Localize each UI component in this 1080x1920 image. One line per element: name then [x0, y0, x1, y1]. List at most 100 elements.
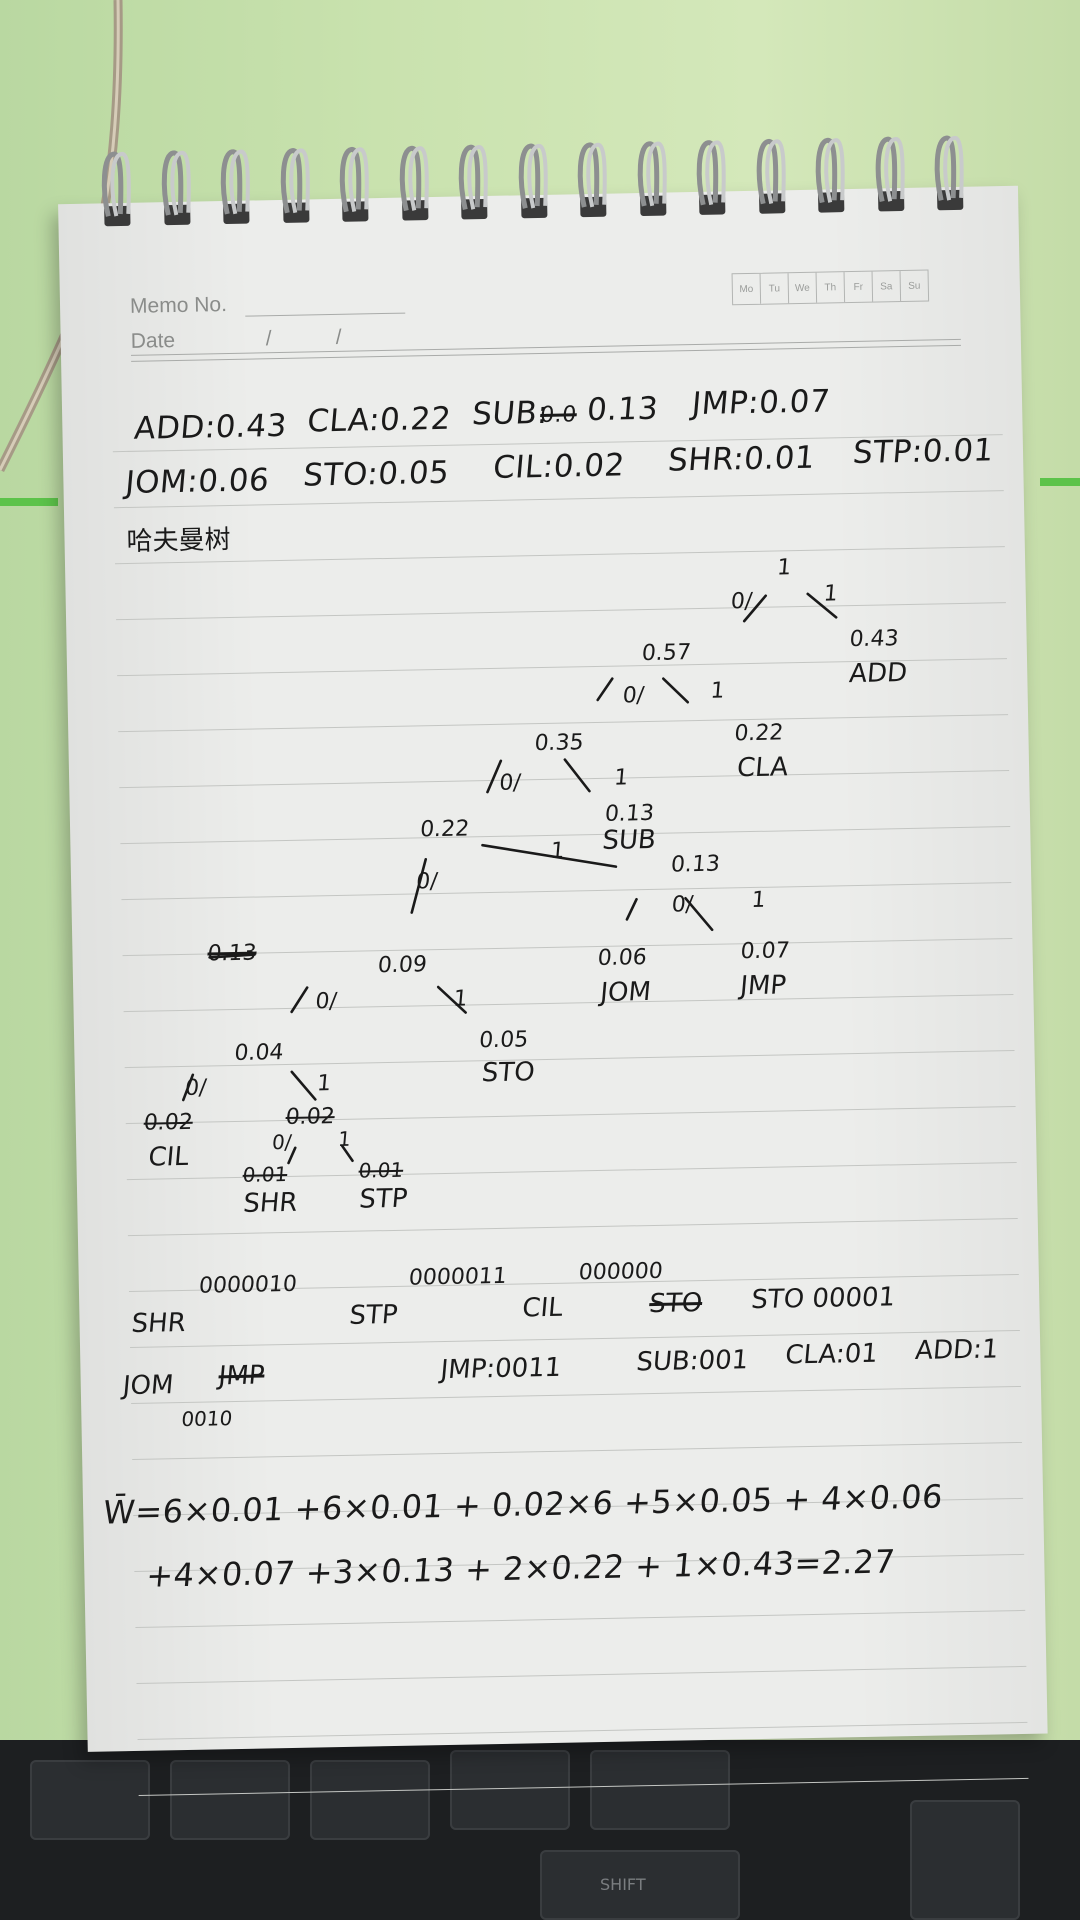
- spiral-ring: [577, 142, 607, 218]
- tree-leaf-stp-label: STP: [357, 1183, 409, 1215]
- tree-edge-label: 1: [315, 1071, 333, 1097]
- tree-leaf-jom-value: 0.06: [596, 945, 648, 972]
- freq-sto: STO:0.05: [301, 454, 451, 494]
- keyboard-key: [910, 1800, 1020, 1920]
- code-jmp: JMP:0011: [439, 1352, 563, 1386]
- tree-edge-label: 1: [709, 678, 726, 704]
- spiral-ring: [101, 151, 131, 227]
- tree-leaf-shr-value: 0.01: [241, 1161, 289, 1187]
- memo-no-label: Memo No.: [129, 292, 228, 318]
- tree-edge-label: 1: [452, 986, 469, 1012]
- tree-edge-label: 0/: [498, 770, 522, 796]
- code-jom-bits: 0010: [180, 1406, 234, 1432]
- tree-edge-label: 0/: [184, 1075, 208, 1101]
- tree-leaf-jom-label: JOM: [599, 976, 653, 1008]
- tree-node-002: 0.02: [284, 1104, 336, 1131]
- weekday-box: Th: [816, 272, 846, 303]
- tree-edge-label: 0/: [729, 588, 754, 615]
- date-label: Date: [130, 328, 176, 353]
- spiral-ring: [637, 141, 667, 216]
- weekday-box: Tu: [760, 273, 790, 304]
- keyboard-key: [590, 1750, 730, 1830]
- tree-edge-label: 1: [337, 1126, 352, 1152]
- code-jom-label: JOM: [121, 1370, 175, 1402]
- freq-sub-value: 0.13: [585, 390, 660, 429]
- tree-leaf-add-value: 0.43: [848, 626, 900, 653]
- keyboard-key: [450, 1750, 570, 1830]
- tree-node-013: 0.13: [669, 851, 721, 878]
- spiral-ring: [161, 150, 191, 226]
- tree-leaf-sub-label: SUB: [601, 824, 658, 856]
- tree-leaf-sto-label: STO: [480, 1057, 536, 1089]
- weekday-box: Su: [908, 280, 921, 292]
- tree-node-004: 0.04: [233, 1040, 285, 1067]
- freq-add: ADD:0.43: [132, 407, 289, 447]
- code-add: ADD:1: [913, 1334, 1000, 1366]
- tree-leaf-cla-value: 0.22: [733, 720, 785, 747]
- tree-edge-label: 1: [613, 765, 630, 791]
- code-shr-label: SHR: [130, 1307, 188, 1340]
- tree-edge-label: 0/: [621, 683, 646, 709]
- tree-edge-label: 0/: [670, 892, 695, 918]
- shift-key: [540, 1850, 740, 1920]
- spiral-ring: [220, 149, 250, 224]
- spiral-ring: [934, 135, 964, 211]
- freq-sub-struck: 0.0: [539, 402, 578, 429]
- tree-root: 1: [776, 555, 793, 581]
- tree-edge-label: 0/: [415, 869, 439, 895]
- spiral-ring: [458, 144, 488, 220]
- huffman-heading: 哈夫曼树: [126, 524, 231, 557]
- spiral-ring: [756, 139, 786, 214]
- spiral-ring: [280, 148, 310, 223]
- spiral-ring: [875, 136, 905, 212]
- weekday-box: We: [788, 272, 818, 304]
- freq-jmp: JMP:0.07: [690, 383, 832, 423]
- code-sto: STO 00001: [749, 1282, 897, 1316]
- weekday-boxes: Mo Tu We Th Fr Sa Su: [731, 269, 930, 306]
- weekday-box: Sa: [872, 271, 902, 302]
- code-stp-label: STP: [348, 1299, 399, 1331]
- shift-key-label: SHIFT: [600, 1875, 646, 1894]
- tree-node-022: 0.22: [419, 816, 471, 843]
- code-sub: SUB:001: [635, 1345, 750, 1378]
- spiral-ring: [696, 140, 726, 215]
- freq-shr: SHR:0.01: [666, 439, 817, 479]
- keyboard: SHIFT: [0, 1740, 1080, 1920]
- code-sto-struck: STO: [648, 1288, 704, 1320]
- tree-edge-label: 1: [549, 838, 566, 864]
- tree-leaf-stp-value: 0.01: [357, 1157, 405, 1183]
- code-shr-bits: 0000010: [197, 1271, 298, 1299]
- keyboard-key: [310, 1760, 430, 1840]
- spiral-ring: [815, 137, 845, 213]
- tree-leaf-jmp-label: JMP: [738, 970, 788, 1002]
- code-cla: CLA:01: [784, 1338, 880, 1371]
- tree-edge-label: 0/: [271, 1129, 293, 1155]
- freq-jom: JOM:0.06: [123, 462, 271, 502]
- spiral-ring: [518, 143, 548, 219]
- tree-leaf-shr-label: SHR: [242, 1187, 299, 1219]
- freq-cil: CIL:0.02: [491, 447, 627, 486]
- keyboard-key: [30, 1760, 150, 1840]
- tree-leaf-cla-label: CLA: [735, 752, 790, 784]
- tree-leaf-sto-value: 0.05: [478, 1027, 530, 1054]
- freq-sub-prefix: SUB:: [470, 394, 550, 433]
- tree-node-009: 0.09: [376, 952, 428, 979]
- keyboard-key: [170, 1760, 290, 1840]
- tree-leaf-cil-label: CIL: [147, 1141, 191, 1173]
- date-separator: /: [335, 325, 342, 349]
- code-cil-label: CIL: [521, 1292, 564, 1324]
- spiral-ring: [399, 145, 429, 221]
- freq-stp: STP:0.01: [851, 432, 996, 472]
- code-cil-bits: 000000: [577, 1258, 664, 1286]
- weekday-box: Mo: [732, 273, 762, 305]
- code-stp-bits: 0000011: [407, 1263, 508, 1291]
- notebook-page: Memo No. Date / / Mo Tu We Th Fr Sa Su A…: [58, 135, 1048, 1796]
- tree-leaf-sub-value: 0.13: [603, 800, 655, 827]
- tree-node-035: 0.35: [533, 730, 585, 757]
- weekday-box: Fr: [844, 271, 874, 303]
- freq-cla: CLA:0.22: [305, 400, 453, 440]
- tree-leaf-jmp-value: 0.07: [739, 938, 791, 965]
- tree-struck-013: 0.13: [206, 940, 258, 967]
- tree-edge-label: 1: [750, 887, 767, 914]
